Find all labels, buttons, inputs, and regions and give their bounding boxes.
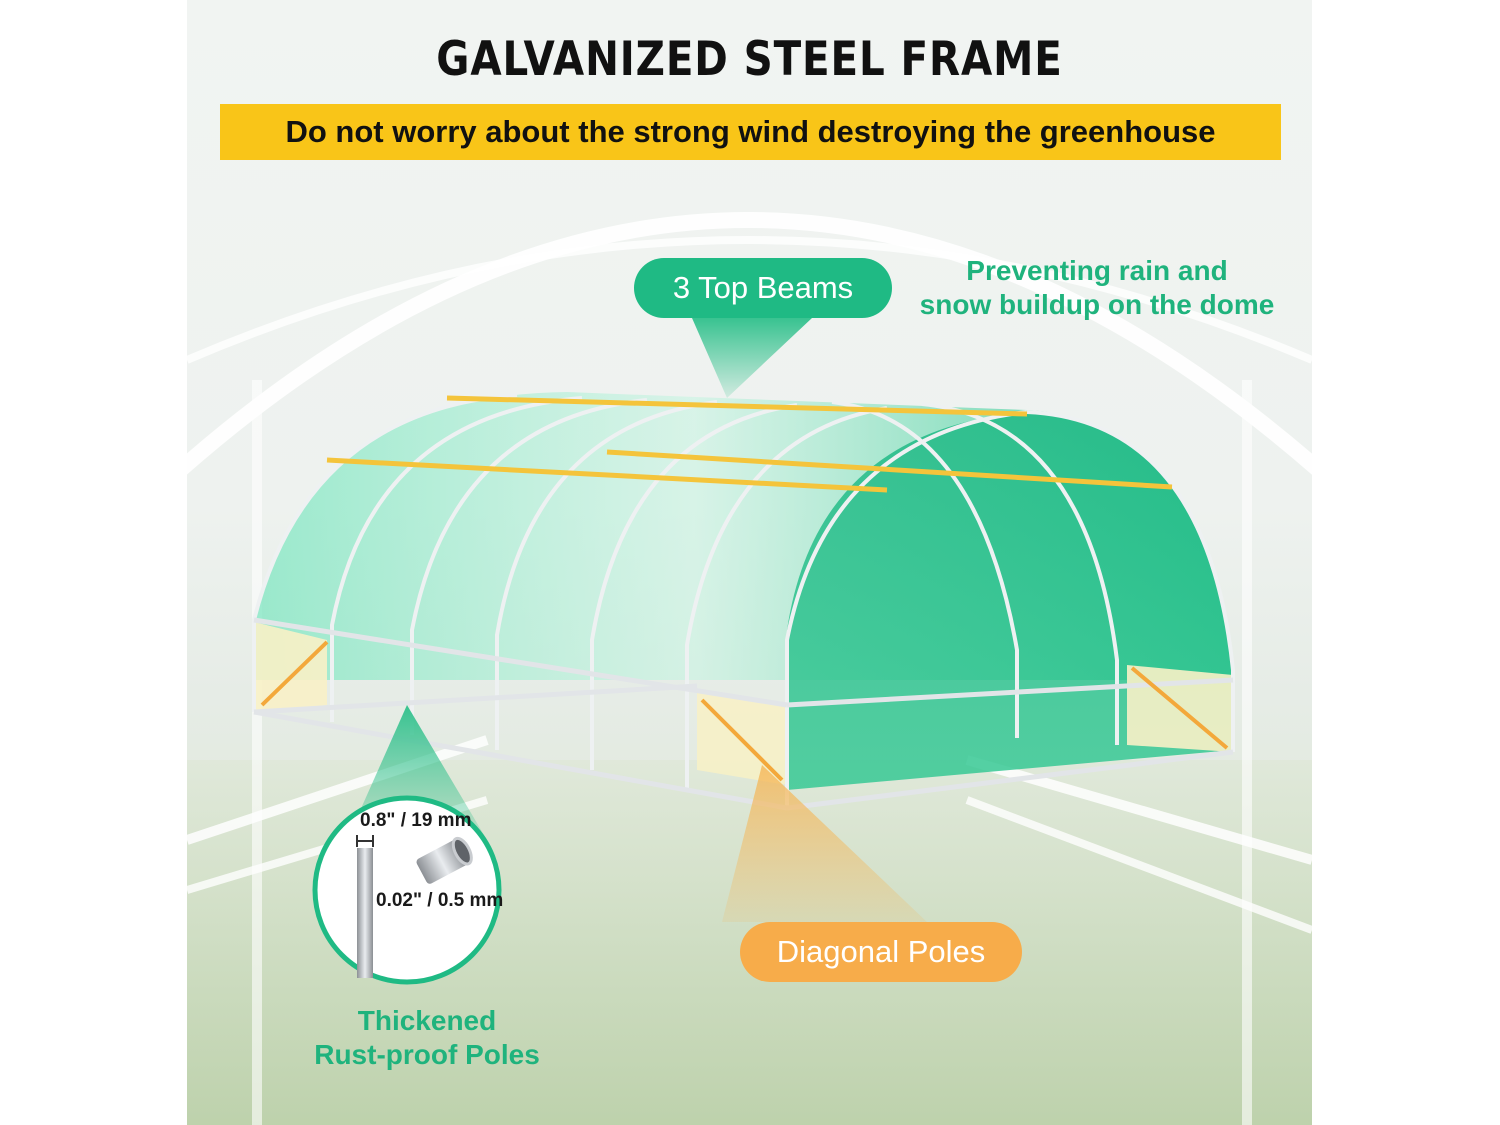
outer-diameter-label: 0.8" / 19 mm [360,810,472,831]
page-title: GALVANIZED STEEL FRAME [436,32,1063,87]
top-beams-label: 3 Top Beams [634,258,892,318]
top-beams-pointer [692,318,812,398]
rain-note-line1: Preventing rain and [966,255,1228,286]
wind-banner: Do not worry about the strong wind destr… [220,104,1281,160]
poles-note-line1: Thickened [357,1005,497,1036]
greenhouse-scene [187,212,1312,1125]
poles-note: Thickened Rust-proof Poles [247,1004,607,1072]
rain-note-line2: snow buildup on the dome [919,289,1275,320]
poles-note-line2: Rust-proof Poles [314,1039,540,1070]
wall-thickness-label: 0.02" / 0.5 mm [376,890,504,911]
diagonal-poles-label: Diagonal Poles [740,922,1022,982]
product-illustration: GALVANIZED STEEL FRAME Do not worry abou… [187,0,1312,1125]
rain-note: Preventing rain and snow buildup on the … [887,254,1307,322]
diagonal-poles-pointer [722,765,927,922]
